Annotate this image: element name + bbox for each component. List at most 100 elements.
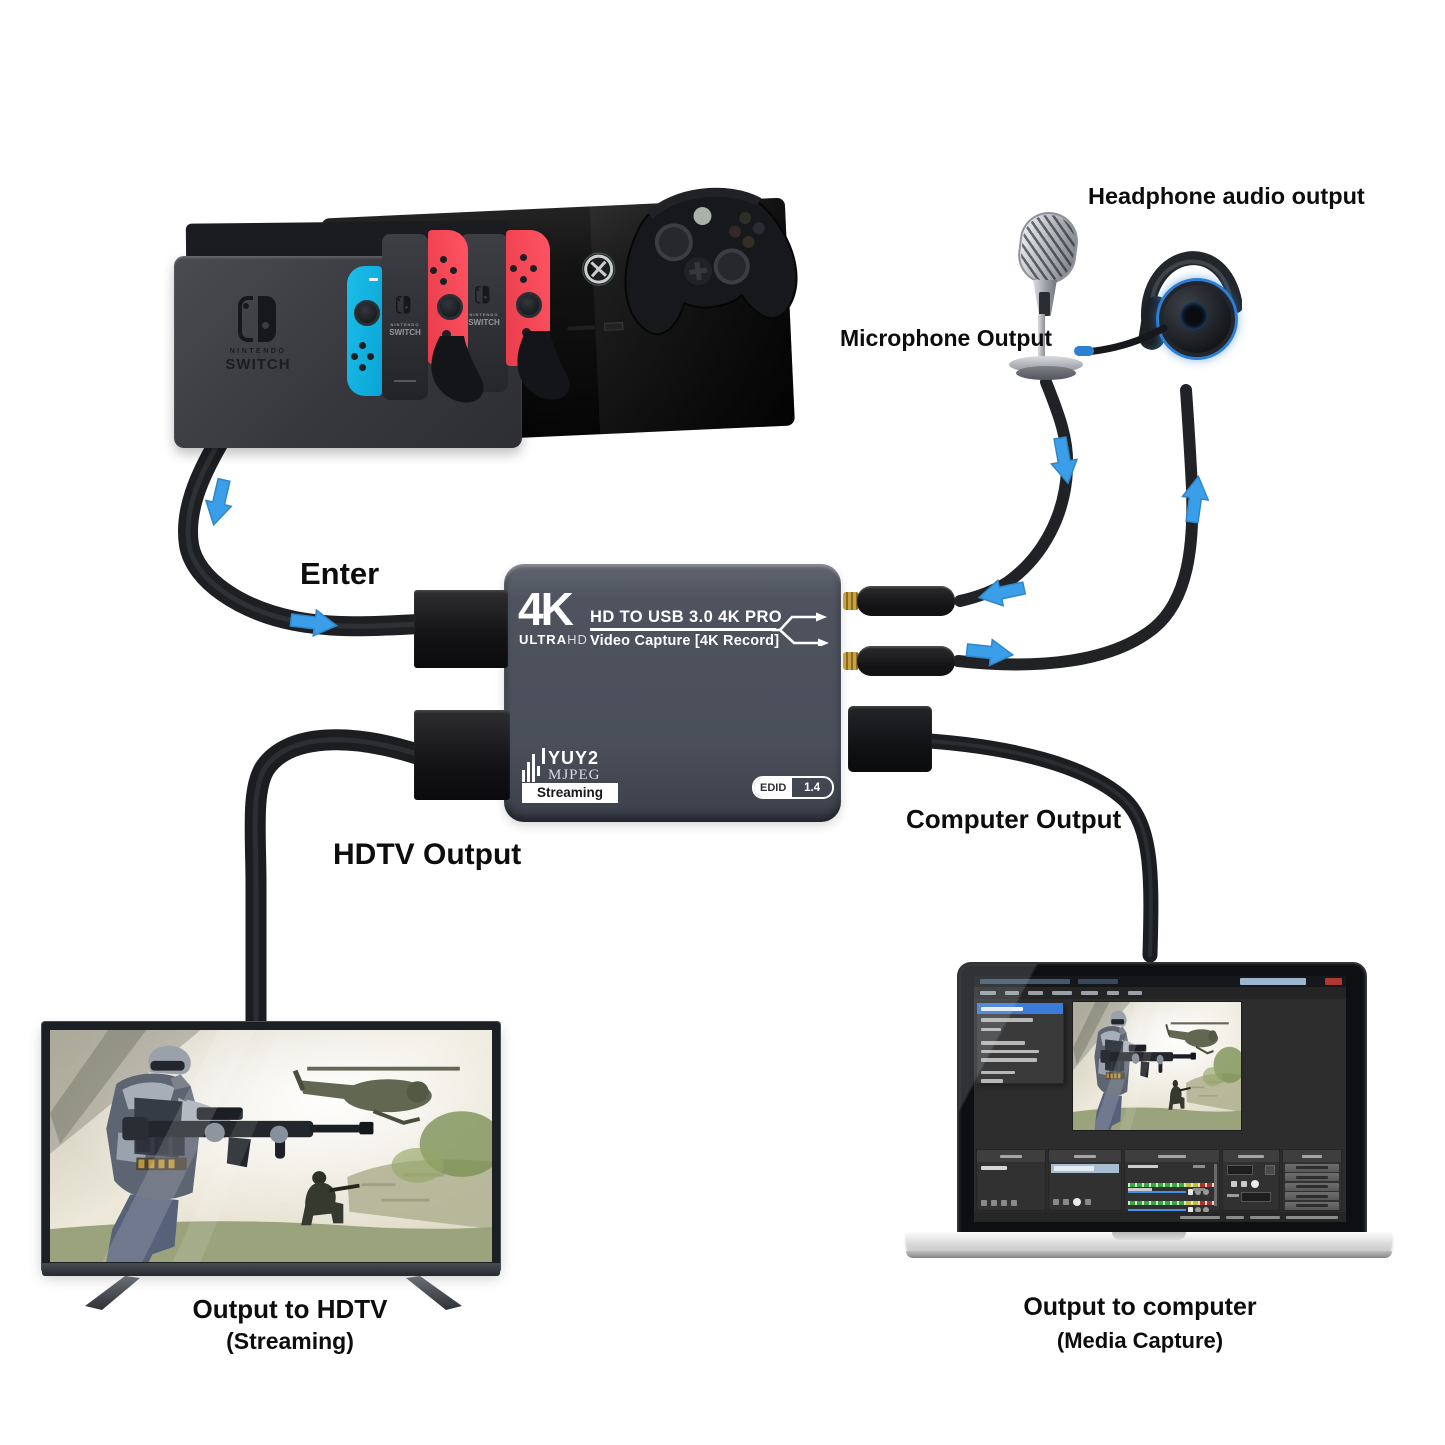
label-output-to-hdtv: Output to HDTV [192, 1294, 388, 1324]
switch-logo-icon [396, 296, 411, 314]
status-text [1226, 1215, 1244, 1219]
xbox-console [321, 197, 795, 447]
microphone-pole [1038, 314, 1045, 362]
menu-item [1107, 991, 1119, 995]
software-dock-panels [976, 1149, 1342, 1213]
device-title: HD TO USB 3.0 4K PRO [590, 608, 782, 626]
joycon-grip-handle [431, 336, 484, 403]
controller-right-stick [713, 248, 750, 285]
xbox-controller [624, 187, 798, 336]
flow-arrow-input-right [289, 608, 339, 638]
headset-boom-mic [1074, 324, 1168, 356]
label-headphone-audio-output: Headphone audio output [1088, 183, 1365, 209]
controller-left-stick [654, 223, 693, 262]
transitions-panel [1222, 1149, 1280, 1211]
menu-item [981, 1041, 1025, 1045]
format-yuy2: YUY2 [548, 748, 600, 768]
splitter-arrows-icon [772, 612, 829, 646]
device-title-rule [590, 628, 776, 631]
label-enter: Enter [300, 556, 380, 591]
controller-abxy-buttons [728, 212, 765, 248]
software-video-preview [1072, 1001, 1242, 1131]
source-row-selected [1051, 1164, 1119, 1173]
software-menubar [974, 987, 1346, 999]
menu-item [981, 1027, 1001, 1031]
status-text [1250, 1215, 1280, 1219]
tv-bottom-bezel [42, 1263, 500, 1276]
capture-software-window [974, 976, 1346, 1222]
controller-xbox-button [693, 207, 712, 226]
label-microphone-output: Microphone Output [840, 325, 1053, 351]
menu-item [1081, 991, 1098, 995]
control-button [1285, 1173, 1339, 1181]
label-output-to-hdtv-sub: (Streaming) [226, 1328, 354, 1354]
menu-item [981, 1049, 1039, 1053]
flow-arrow-into-mic-jack [977, 578, 1027, 607]
menu-item [1028, 991, 1043, 995]
equalizer-bars-icon [522, 748, 545, 782]
hdtv [42, 1022, 500, 1272]
laptop-lid-notch [1112, 1232, 1186, 1240]
usb-output-connector [848, 706, 932, 772]
tv-game-scene [50, 1030, 492, 1262]
menu-item [1052, 991, 1072, 995]
menu-item [981, 1079, 1003, 1083]
status-text [1286, 1215, 1338, 1219]
label-output-to-computer-sub: (Media Capture) [1056, 1328, 1224, 1353]
joycon-grip-name: SWITCH [389, 328, 421, 337]
hdmi-output-connector [414, 710, 510, 800]
laptop-base [906, 1232, 1392, 1254]
format-mjpeg: MJPEG [548, 767, 601, 783]
menu-item [1128, 991, 1142, 995]
label-hdtv-output: HDTV Output [333, 838, 522, 871]
headphone-jack-connector [857, 646, 955, 676]
hdmi-input-connector [414, 590, 508, 668]
mic-jack-tip [843, 592, 859, 610]
menu-item [980, 991, 996, 995]
tv-legs [85, 1276, 462, 1310]
game-scene-art [1073, 1002, 1241, 1130]
switch-logo-icon [238, 296, 278, 342]
software-titlebar [974, 976, 1346, 987]
close-button [1325, 978, 1342, 985]
menu-item-selected [977, 1003, 1063, 1014]
switch-dock-name: SWITCH [225, 356, 291, 373]
control-button [1285, 1192, 1339, 1200]
switch-dock-brand: NINTENDO [229, 348, 287, 355]
edid-version: 1.4 [804, 781, 821, 794]
flow-arrow-input-down [204, 477, 233, 527]
label-computer-output: Computer Output [906, 804, 1122, 834]
joycon-grip-body: NINTENDO SWITCH [382, 234, 428, 400]
scenes-panel [976, 1149, 1046, 1211]
software-statusbar [974, 1212, 1346, 1222]
audio-level-meter [1128, 1201, 1216, 1205]
status-text [1180, 1215, 1220, 1219]
ultrahd-badge: ULTRAHD [519, 632, 588, 647]
audio-level-meter [1128, 1183, 1216, 1187]
titlebar-highlight [1240, 978, 1306, 985]
label-output-to-computer: Output to computer [1023, 1293, 1257, 1321]
edid-label: EDID [754, 778, 793, 797]
4k-badge: 4K [518, 583, 574, 635]
joycon-grip-brand: NINTENDO [390, 322, 420, 327]
device-subtitle: Video Capture [4K Record] [590, 633, 780, 649]
capture-card: 4K ULTRAHD HD TO USB 3.0 4K PRO Video Ca… [504, 564, 841, 822]
flow-arrow-headphone-up [1181, 474, 1210, 524]
xbox-logo-icon [581, 251, 615, 286]
joycon-blue [347, 266, 382, 396]
audio-mixer-panel [1124, 1149, 1220, 1213]
flow-arrow-out-headphone-jack [965, 638, 1015, 667]
microphone-base-foot [1016, 366, 1076, 380]
headset-right-earcup [1156, 278, 1238, 360]
menu-item [1005, 991, 1019, 995]
mixer-scrollbar [1214, 1164, 1217, 1206]
volume-slider [1128, 1189, 1216, 1195]
sources-panel [1048, 1149, 1122, 1211]
menu-item [981, 1058, 1037, 1062]
control-button [1285, 1201, 1339, 1210]
control-button [1285, 1182, 1339, 1191]
joycon-pair-name: SWITCH [468, 318, 500, 327]
